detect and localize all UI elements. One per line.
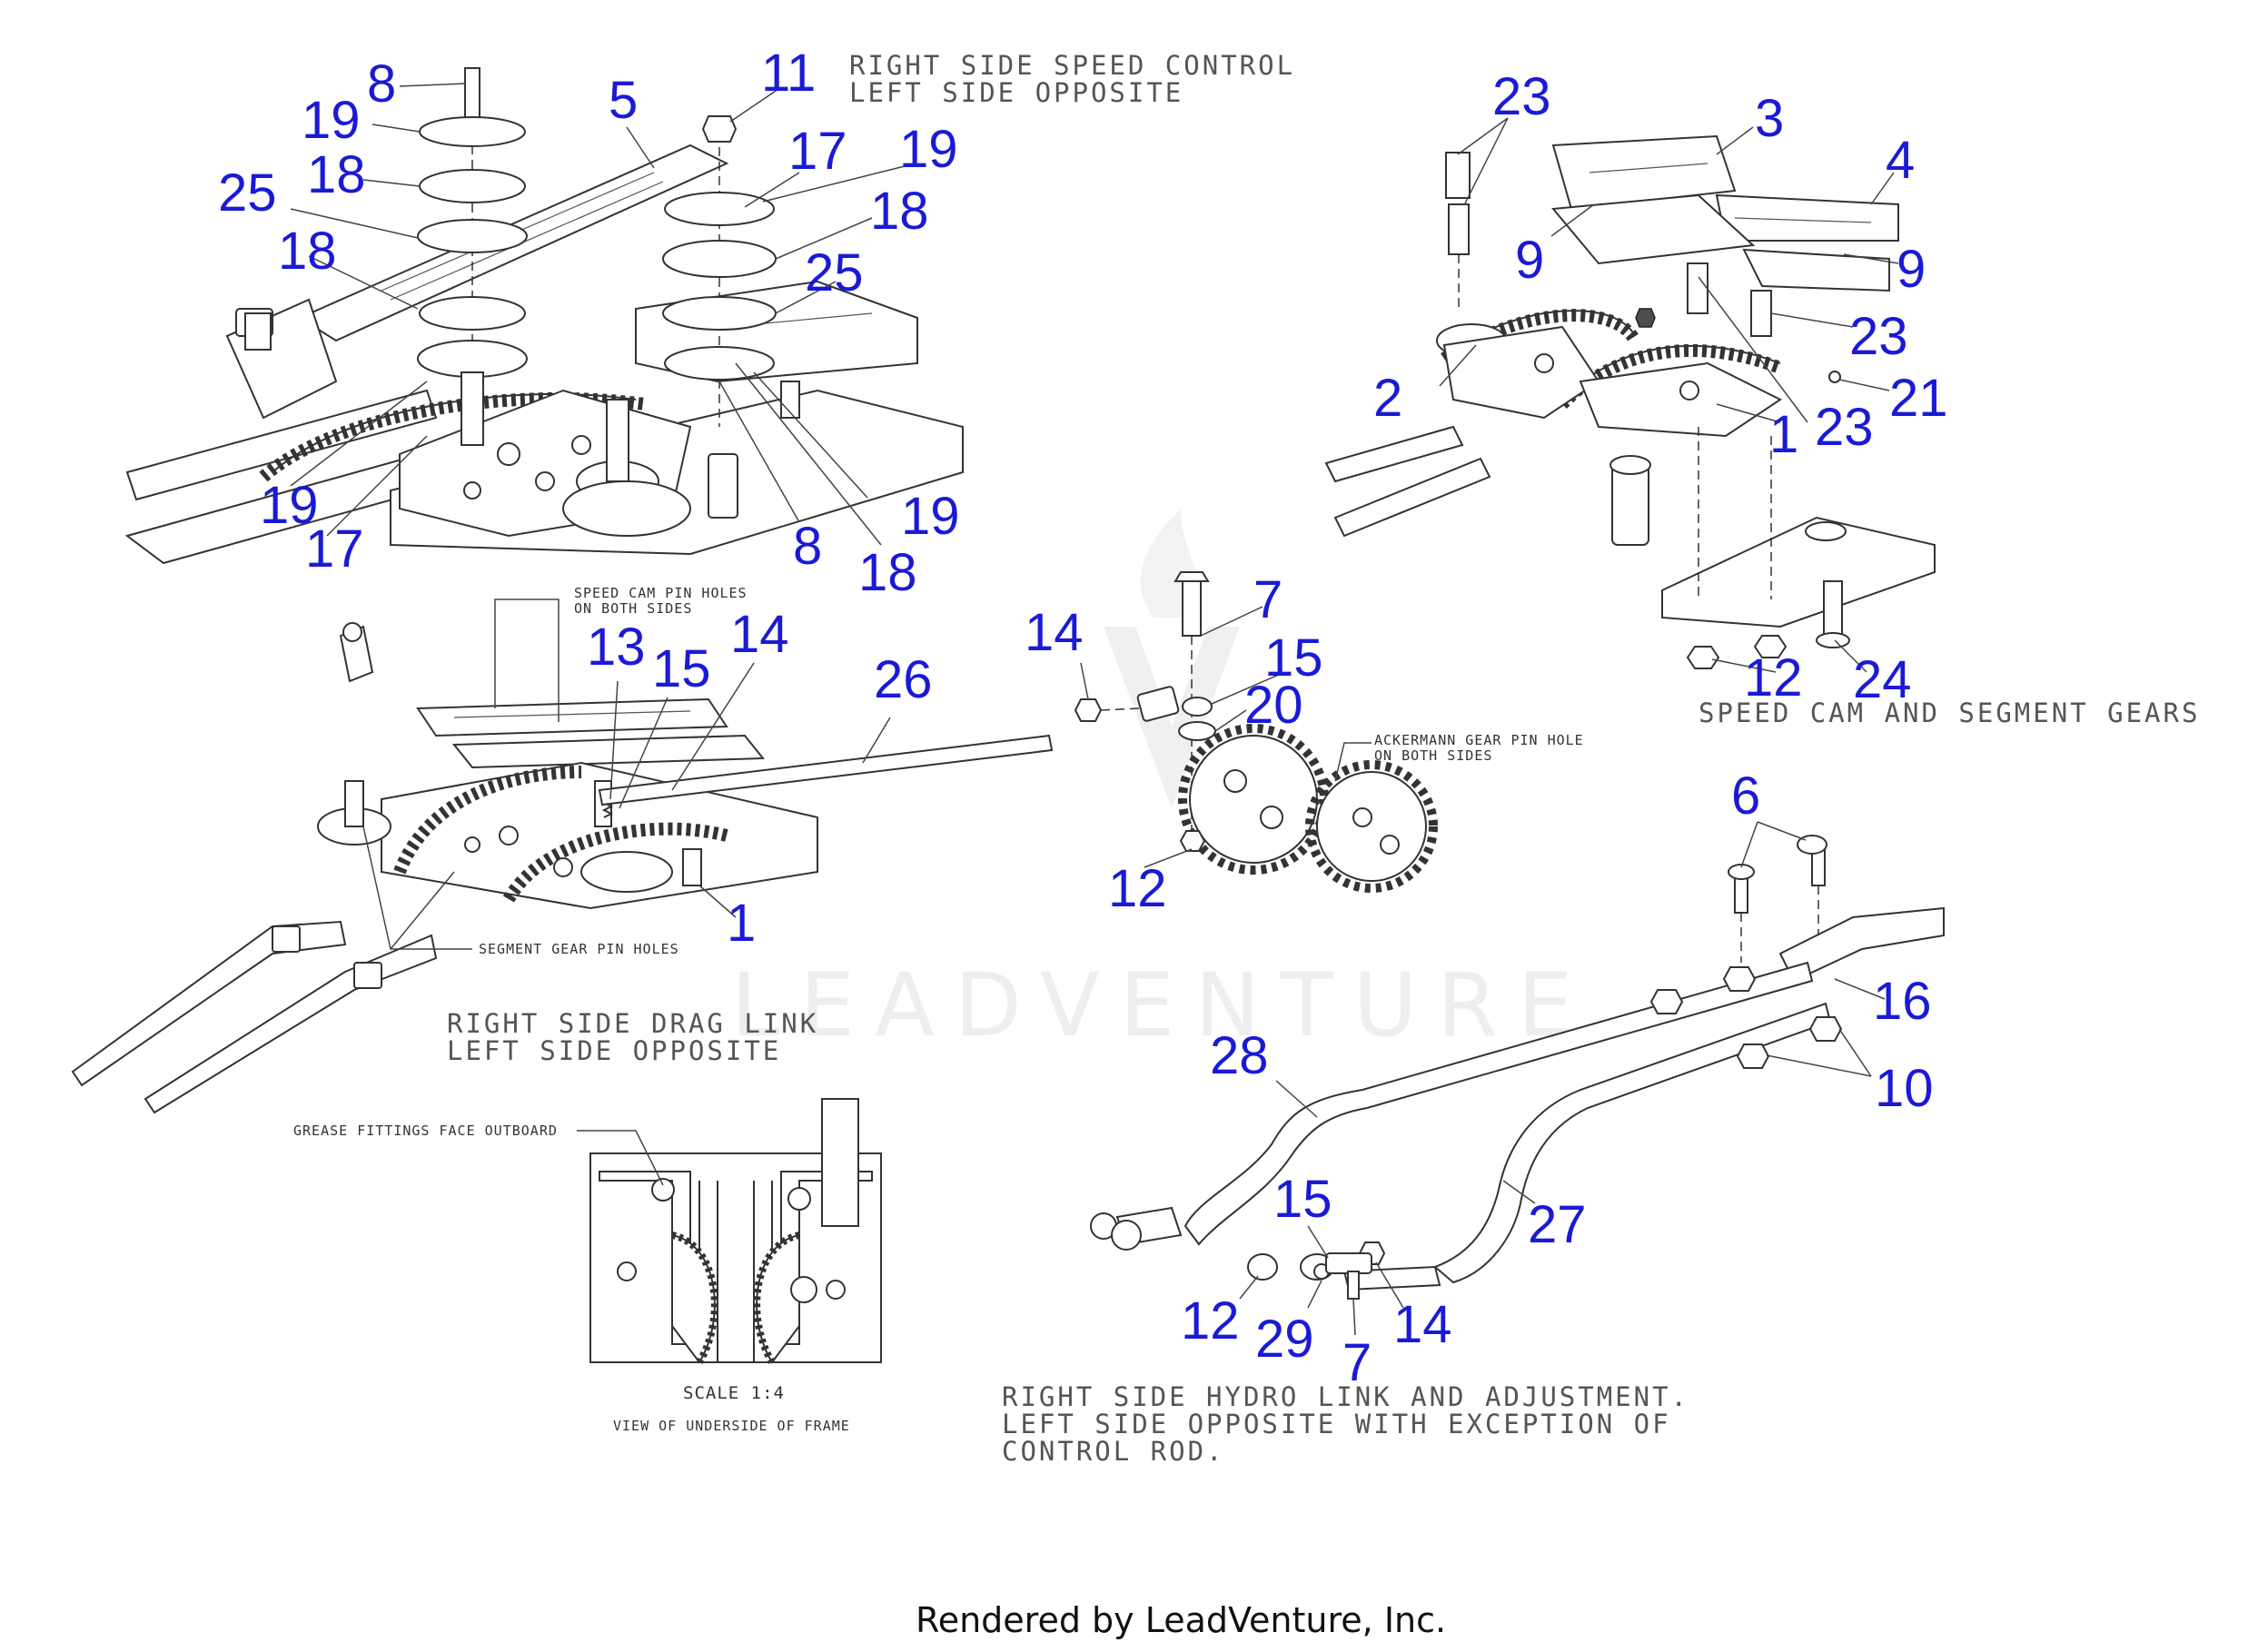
hydro-link-assembly	[1090, 835, 1945, 1300]
callout-9b: 9	[1897, 240, 1926, 299]
ackermann-gear-left	[1189, 735, 1318, 864]
note-scale: SCALE 1:4	[683, 1383, 785, 1403]
callout-10: 10	[1875, 1059, 1934, 1118]
callout-19c: 19	[260, 476, 319, 535]
callout-18d: 18	[858, 543, 917, 602]
nut-12b	[1179, 830, 1206, 852]
footer-credit: Rendered by LeadVenture, Inc.	[916, 1600, 1446, 1640]
watermark-text: LEADVENTURE	[731, 955, 1592, 1056]
speed-control-assembly	[124, 67, 964, 565]
rod-end-15a	[1136, 686, 1180, 722]
callout-16: 16	[1873, 972, 1932, 1031]
callout-18a: 18	[307, 145, 366, 204]
callout-18b: 18	[870, 182, 929, 241]
note-ackermann-2: ON BOTH SIDES	[1374, 747, 1492, 764]
washer-18-right	[662, 240, 777, 278]
callout-12a: 12	[1744, 648, 1803, 707]
note-grease-fittings: GREASE FITTINGS FACE OUTBOARD	[293, 1123, 558, 1139]
callout-3: 3	[1755, 89, 1784, 148]
caption-speed-cam: SPEED CAM AND SEGMENT GEARS	[1699, 697, 2200, 728]
callout-15b: 15	[652, 639, 711, 698]
frame-rail-left	[125, 389, 438, 501]
callout-25b: 25	[805, 243, 864, 302]
callout-7b: 7	[1342, 1333, 1372, 1392]
washer-12c	[1247, 1253, 1278, 1281]
callout-1b: 1	[727, 894, 756, 953]
lower-plate	[1661, 516, 1936, 628]
callout-9a: 9	[1515, 231, 1544, 290]
callout-28: 28	[1210, 1026, 1269, 1085]
underside-frame-view	[577, 1098, 882, 1365]
callout-8b: 8	[793, 517, 822, 576]
drag-link-rod-26	[598, 734, 1054, 806]
speed-cam-assembly	[1324, 134, 1936, 669]
callout-5: 5	[609, 71, 638, 130]
caption-speed-control-1: RIGHT SIDE SPEED CONTROL	[849, 50, 1295, 81]
callout-29: 29	[1255, 1310, 1314, 1369]
callout-6: 6	[1731, 767, 1760, 826]
callout-19a: 19	[302, 91, 361, 150]
caption-drag-link-2: LEFT SIDE OPPOSITE	[447, 1035, 781, 1066]
caption-hydro-3: CONTROL ROD.	[1002, 1436, 1225, 1467]
callout-17b: 17	[305, 519, 364, 579]
nut-14a	[1074, 698, 1103, 722]
nut-11	[701, 115, 738, 143]
callout-19d: 19	[901, 487, 960, 546]
callout-1a: 1	[1769, 405, 1798, 464]
caption-hydro-2: LEFT SIDE OPPOSITE WITH EXCEPTION OF	[1002, 1409, 1671, 1439]
callout-23b: 23	[1849, 307, 1908, 366]
caption-hydro-1: RIGHT SIDE HYDRO LINK AND ADJUSTMENT.	[1002, 1381, 1689, 1412]
drag-link-assembly	[71, 598, 1054, 1114]
callout-14b: 14	[730, 605, 789, 664]
washer-17-right	[664, 192, 775, 226]
callout-12c: 12	[1181, 1291, 1240, 1350]
watermark: LEADVENTURE	[731, 509, 1592, 1056]
captions: RIGHT SIDE SPEED CONTROL LEFT SIDE OPPOS…	[447, 50, 2200, 1467]
callout-8a: 8	[367, 54, 396, 114]
caption-speed-control-2: LEFT SIDE OPPOSITE	[849, 77, 1184, 108]
washer-20	[1178, 721, 1216, 741]
callout-24: 24	[1853, 650, 1912, 709]
callout-14a: 14	[1025, 603, 1084, 662]
note-speed-cam-pin-holes-1: SPEED CAM PIN HOLES	[574, 585, 748, 601]
washer-19-left	[419, 116, 526, 147]
callout-27: 27	[1528, 1195, 1587, 1254]
caption-drag-link-1: RIGHT SIDE DRAG LINK	[447, 1008, 818, 1039]
washer-18-left	[419, 169, 526, 203]
notes: SPEED CAM PIN HOLES ON BOTH SIDES ACKERM…	[293, 585, 1584, 1434]
note-ackermann-1: ACKERMANN GEAR PIN HOLE	[1374, 732, 1584, 748]
callout-17a: 17	[788, 122, 847, 181]
note-speed-cam-pin-holes-2: ON BOTH SIDES	[574, 600, 692, 617]
callout-18c: 18	[278, 222, 337, 281]
bushing-25-right	[662, 296, 777, 331]
note-underside-view: VIEW OF UNDERSIDE OF FRAME	[613, 1418, 850, 1434]
callout-19b: 19	[899, 120, 958, 179]
callout-23a: 23	[1492, 67, 1551, 126]
cam-plate-3	[1551, 134, 1737, 211]
callout-23c: 23	[1815, 398, 1874, 457]
callout-21: 21	[1889, 369, 1948, 428]
callout-12b: 12	[1108, 859, 1167, 918]
callout-15a: 15	[1264, 628, 1323, 687]
bushing-25-left	[417, 219, 528, 253]
callout-25a: 25	[218, 163, 277, 223]
note-segment-gear-pin-holes: SEGMENT GEAR PIN HOLES	[479, 941, 679, 957]
callout-leaders	[290, 83, 1899, 1336]
nut-16	[1722, 966, 1757, 992]
callout-4: 4	[1886, 131, 1915, 190]
ackermann-assembly	[1074, 571, 1438, 893]
callout-26: 26	[874, 650, 933, 709]
ackermann-gear-right	[1316, 771, 1427, 882]
callout-11: 11	[761, 44, 816, 103]
callout-14c: 14	[1393, 1295, 1452, 1354]
callout-13: 13	[587, 618, 646, 677]
callout-20: 20	[1244, 676, 1303, 735]
callout-7a: 7	[1253, 570, 1283, 629]
callout-2: 2	[1373, 369, 1402, 428]
callout-15c: 15	[1273, 1170, 1332, 1229]
